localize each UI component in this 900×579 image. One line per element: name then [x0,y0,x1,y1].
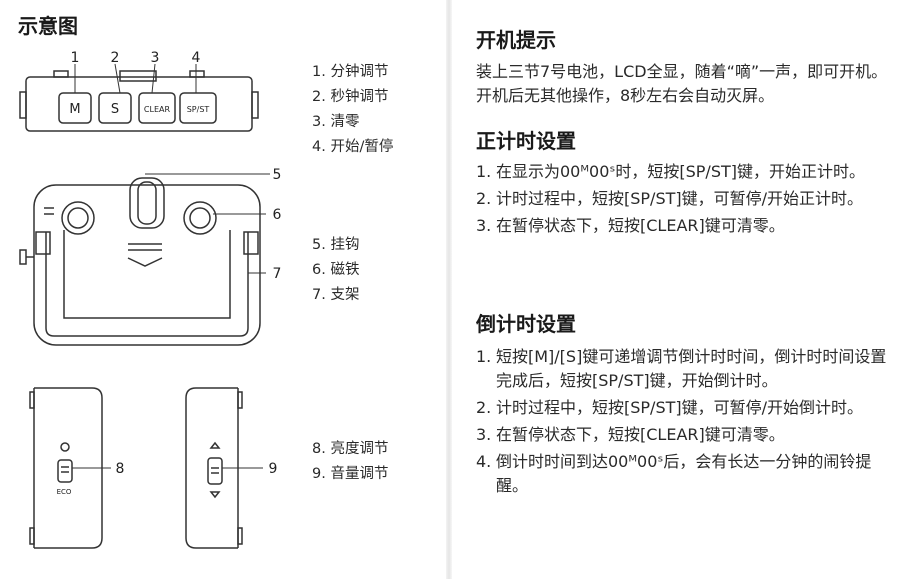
power-title: 开机提示 [476,28,556,52]
clear-label: CLEAR [144,105,171,114]
list-item: 2.计时过程中，短按[SP/ST]键，可暂停/开始正计时。 [476,189,864,208]
legend-item: 9. 音量调节 [312,466,389,482]
hook [129,177,165,229]
back-callouts: 5 6 7 [273,167,282,282]
svg-text:3: 3 [151,50,160,66]
eco-label: ECO [57,488,72,496]
top-view-button-labels: M S CLEAR SP/ST [69,102,209,117]
callout-8: 8 [116,461,125,477]
list-item: 4.倒计时时间到达00ᴹ00ˢ后，会有长达一分钟的闹铃提醒。 [476,452,872,495]
count-down-title: 倒计时设置 [476,312,576,336]
top-view [19,70,259,132]
device-diagram: M S CLEAR SP/ST 1 2 3 4 [19,50,282,549]
start-stop-button[interactable] [179,92,217,124]
count-up-title: 正计时设置 [476,129,576,153]
list-item: 3.在暂停状态下，短按[CLEAR]键可清零。 [476,425,785,444]
m-label: M [69,102,80,117]
diagram-panel: 示意图 M S CLEAR SP/ST 1 [18,14,393,549]
legend-item: 7. 支架 [312,287,360,303]
s-label: S [111,102,119,117]
volume-down-icon [209,491,221,499]
magnet-right [183,201,217,235]
top-leader-lines [74,63,197,94]
volume-up-icon [209,441,221,449]
svg-text:7: 7 [273,266,282,282]
list-item: 1.短按[M]/[S]键可递增调节倒计时时间，倒计时时间设置完成后，短按[SP/… [476,347,887,390]
legend-item: 4. 开始/暂停 [312,139,394,155]
legend-item: 2. 秒钟调节 [312,89,389,105]
list-item: 1.在显示为00ᴹ00ˢ时，短按[SP/ST]键，开始正计时。 [476,162,865,181]
second-button[interactable] [98,92,132,124]
legend-item: 8. 亮度调节 [312,441,389,457]
legend-item: 6. 磁铁 [312,262,360,278]
count-down-list: 1.短按[M]/[S]键可递增调节倒计时时间，倒计时时间设置完成后，短按[SP/… [476,345,896,501]
volume-switch[interactable] [207,457,223,485]
diagram-title: 示意图 [18,14,78,38]
svg-text:5: 5 [273,167,282,183]
sun-icon [60,442,70,452]
count-up-list: 1.在显示为00ᴹ00ˢ时，短按[SP/ST]键，开始正计时。 2.计时过程中，… [476,160,896,241]
stand [45,232,249,337]
legend-item: 5. 挂钩 [312,237,360,253]
list-item: 3.在暂停状态下，短按[CLEAR]键可清零。 [476,216,785,235]
top-callouts: 1 2 3 4 [71,50,201,66]
svg-text:6: 6 [273,207,282,223]
brightness-switch[interactable] [57,459,73,483]
svg-text:2: 2 [111,50,120,66]
callout-9: 9 [269,461,278,477]
legend-item: 1. 分钟调节 [312,64,389,80]
legend-item: 3. 清零 [312,114,360,130]
clear-button[interactable] [138,92,176,124]
list-item: 2.计时过程中，短按[SP/ST]键，可暂停/开始倒计时。 [476,398,864,417]
legend-buttons: 1. 分钟调节 2. 秒钟调节 3. 清零 4. 开始/暂停 [312,60,393,160]
magnet-left [61,201,95,235]
power-text: 装上三节7号电池，LCD全显，随着“嘀”一声，即可开机。开机后无其他操作，8秒左… [476,62,888,105]
legend-side: 8. 亮度调节 9. 音量调节 [312,437,388,487]
spst-label: SP/ST [187,105,210,114]
svg-text:4: 4 [192,50,201,66]
instructions-panel: 开机提示 装上三节7号电池，LCD全显，随着“嘀”一声，即可开机。开机后无其他操… [452,0,900,579]
svg-text:1: 1 [71,50,80,66]
back-leader-lines [145,173,270,274]
page-fold [446,0,452,579]
legend-back: 5. 挂钩 6. 磁铁 7. 支架 [312,233,359,308]
back-view [19,177,261,346]
